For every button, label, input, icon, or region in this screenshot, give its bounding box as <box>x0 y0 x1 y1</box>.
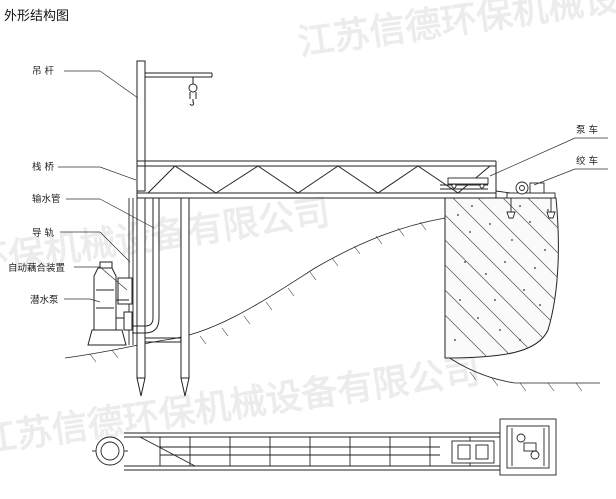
plan-view <box>92 418 557 476</box>
label-winch-car: 绞 车 <box>576 155 598 167</box>
label-guide-rail: 导 轨 <box>32 227 55 239</box>
label-pump-car: 泵 车 <box>576 124 598 136</box>
diagram-title: 外形结构图 <box>4 9 70 24</box>
leader-lines <box>58 70 608 303</box>
trestle-truss <box>136 160 497 199</box>
concrete-bank <box>444 197 559 359</box>
pump-car <box>447 177 489 189</box>
winch-car <box>495 181 556 219</box>
submersible-pump <box>87 261 133 346</box>
labels: 吊 杆 栈 桥 输水管 导 轨 自动藕合装置 潜水泵 泵 车 绞 车 <box>8 65 598 306</box>
label-submersible-pump: 潜水泵 <box>30 294 59 306</box>
label-auto-coupling: 自动藕合装置 <box>8 262 65 274</box>
outlet-pipe <box>132 198 160 334</box>
ground-slope <box>64 217 600 384</box>
watermark-text-1: 江苏信德环保机械设备有限公司 <box>296 0 616 64</box>
watermark-text-2: 江苏信德环保机械设备有限公司 <box>0 192 333 303</box>
label-crane-bar: 吊 杆 <box>32 65 55 77</box>
label-outlet-pipe: 输水管 <box>32 193 61 205</box>
label-trestle-bridge: 栈 桥 <box>32 161 55 173</box>
support-piles <box>136 197 190 397</box>
watermark-text-3: 江苏信德环保机械设备有限公司 <box>0 351 483 462</box>
crane-bar <box>136 60 213 192</box>
